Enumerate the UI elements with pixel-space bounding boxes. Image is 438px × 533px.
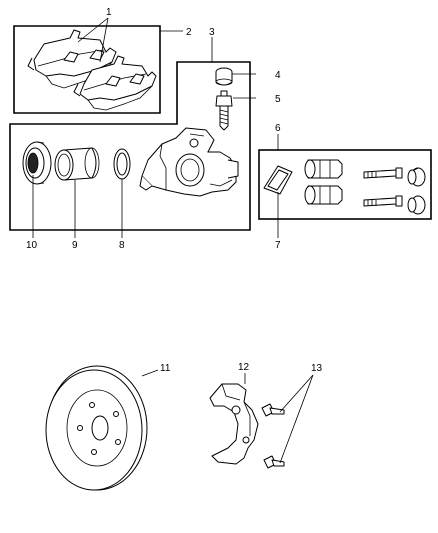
- callout-7: 7: [275, 240, 281, 251]
- brake-pad-lower: [73, 55, 157, 111]
- callout-8: 8: [119, 240, 125, 251]
- guide-pin-cap-upper: [407, 167, 426, 187]
- guide-pin-bushing-upper: [304, 159, 343, 179]
- callout-3: 3: [209, 27, 215, 38]
- brake-pads-box: [13, 25, 161, 114]
- callout-10: 10: [26, 240, 38, 251]
- caliper-piston: [54, 147, 100, 181]
- adapter-bolt-upper: [261, 403, 285, 417]
- callout-12: 12: [238, 362, 250, 373]
- adapter-bolt-lower: [263, 455, 285, 469]
- callout-5: 5: [275, 94, 281, 105]
- bleeder-cap: [215, 67, 233, 86]
- callout-2: 2: [186, 27, 192, 38]
- callout-13: 13: [311, 363, 323, 374]
- guide-pin-bolt-upper: [363, 167, 403, 179]
- callout-11: 11: [160, 363, 171, 374]
- guide-pin-bushing-lower: [304, 185, 343, 205]
- anti-rattle-clip: [263, 165, 293, 195]
- callout-6: 6: [275, 123, 281, 134]
- caliper-housing: [139, 127, 239, 197]
- caliper-box: [9, 61, 251, 231]
- callout-1: 1: [106, 7, 112, 18]
- piston-seal: [113, 148, 131, 180]
- guide-pin-cap-lower: [407, 195, 426, 215]
- hardware-kit-box: [258, 149, 432, 220]
- guide-pin-bolt-lower: [363, 195, 403, 207]
- bleeder-screw: [215, 90, 233, 131]
- callout-9: 9: [72, 240, 78, 251]
- dust-boot: [22, 141, 52, 185]
- brake-rotor: [45, 365, 148, 491]
- caliper-adapter-bracket: [209, 383, 259, 465]
- callout-4: 4: [275, 70, 281, 81]
